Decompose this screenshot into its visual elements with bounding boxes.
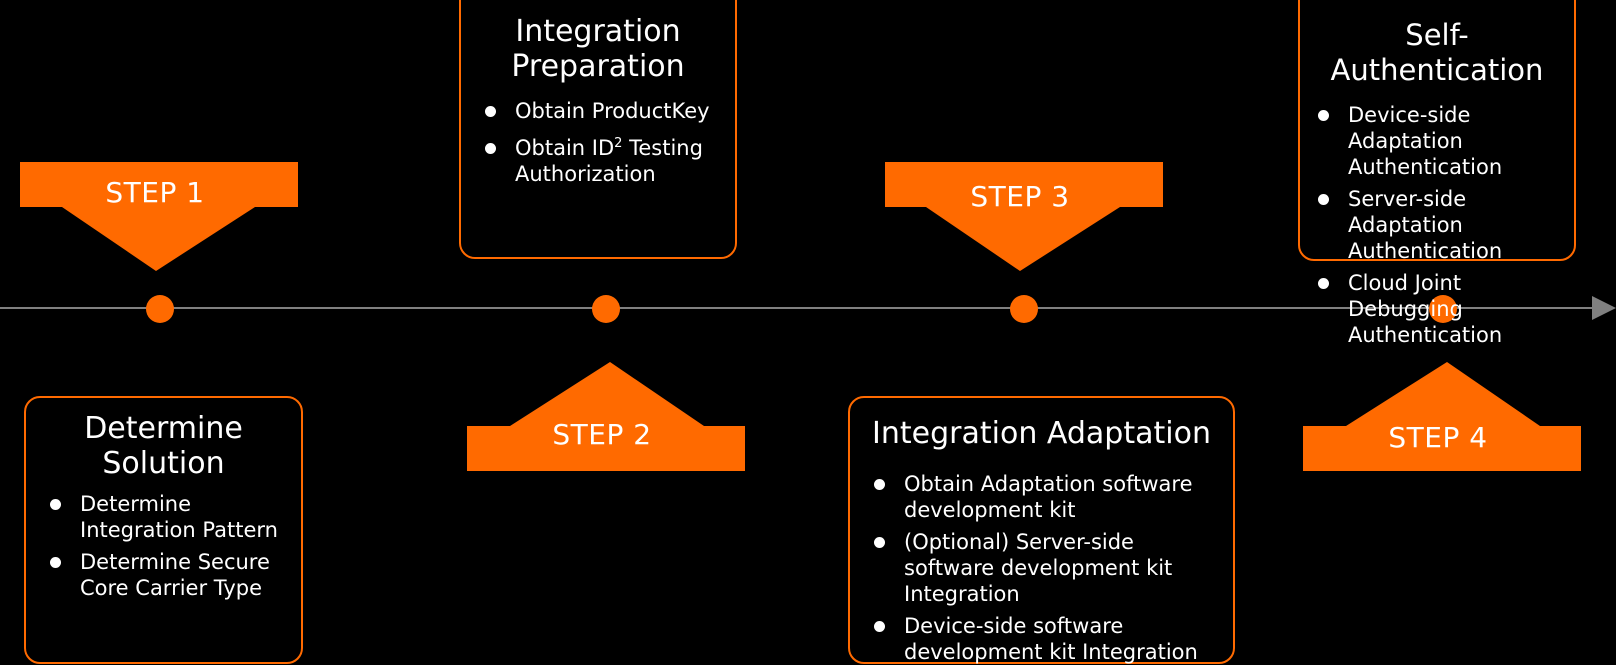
list-item: Obtain Adaptation software development k… [864, 471, 1219, 523]
card-item-list: Obtain ProductKey Obtain ID2 Testing Aut… [475, 98, 721, 187]
card-title: Determine Solution [84, 411, 243, 481]
timeline-node-3 [1010, 295, 1038, 323]
integration-preparation-card: Integration Preparation Obtain ProductKe… [459, 0, 737, 259]
step-1-label: STEP 1 [105, 176, 205, 209]
bullet-icon [1318, 110, 1329, 121]
timeline-node-1 [146, 295, 174, 323]
card-title: Integration Adaptation [872, 416, 1211, 451]
timeline-node-4 [1429, 295, 1457, 323]
card-item-list: Obtain Adaptation software development k… [864, 471, 1219, 665]
list-item: (Optional) Server-side software developm… [864, 529, 1219, 607]
list-item: Determine Integration Pattern [40, 491, 287, 543]
list-item: Determine Secure Core Carrier Type [40, 549, 287, 601]
bullet-icon [50, 499, 61, 510]
step-3-banner [885, 162, 1163, 271]
list-item: Device-side Adaptation Authentication [1308, 102, 1566, 180]
step-1-banner [20, 162, 298, 271]
timeline-node-2 [592, 295, 620, 323]
timeline-arrowhead [1592, 296, 1616, 320]
card-title: Integration Preparation [511, 14, 685, 84]
bullet-icon [874, 479, 885, 490]
bullet-icon [50, 557, 61, 568]
determine-solution-card: Determine Solution Determine Integration… [24, 396, 303, 664]
step-4-banner [1303, 362, 1581, 471]
step-2-label: STEP 2 [552, 418, 652, 451]
card-item-list: Device-side Adaptation Authentication Se… [1308, 102, 1566, 348]
integration-adaptation-card: Integration Adaptation Obtain Adaptation… [848, 396, 1235, 664]
card-title: Self-Authentication [1330, 18, 1544, 87]
list-item: Obtain ProductKey [475, 98, 721, 124]
step-2-banner [467, 362, 745, 471]
self-authentication-card: Self-Authentication Device-side Adaptati… [1298, 0, 1576, 347]
bullet-icon [1318, 278, 1329, 289]
list-item: Obtain ID2 Testing Authorization [475, 135, 721, 187]
list-item: Server-side Adaptation Authentication [1308, 186, 1566, 264]
bullet-icon [485, 143, 496, 154]
list-item: Cloud Joint Debugging Authentication [1308, 270, 1566, 348]
bullet-icon [874, 621, 885, 632]
step-4-label: STEP 4 [1388, 421, 1488, 454]
bullet-icon [874, 537, 885, 548]
bullet-icon [1318, 194, 1329, 205]
bullet-icon [485, 106, 496, 117]
card-item-list: Determine Integration Pattern Determine … [40, 491, 287, 601]
list-item: Device-side software development kit Int… [864, 613, 1219, 665]
step-3-label: STEP 3 [970, 180, 1070, 213]
